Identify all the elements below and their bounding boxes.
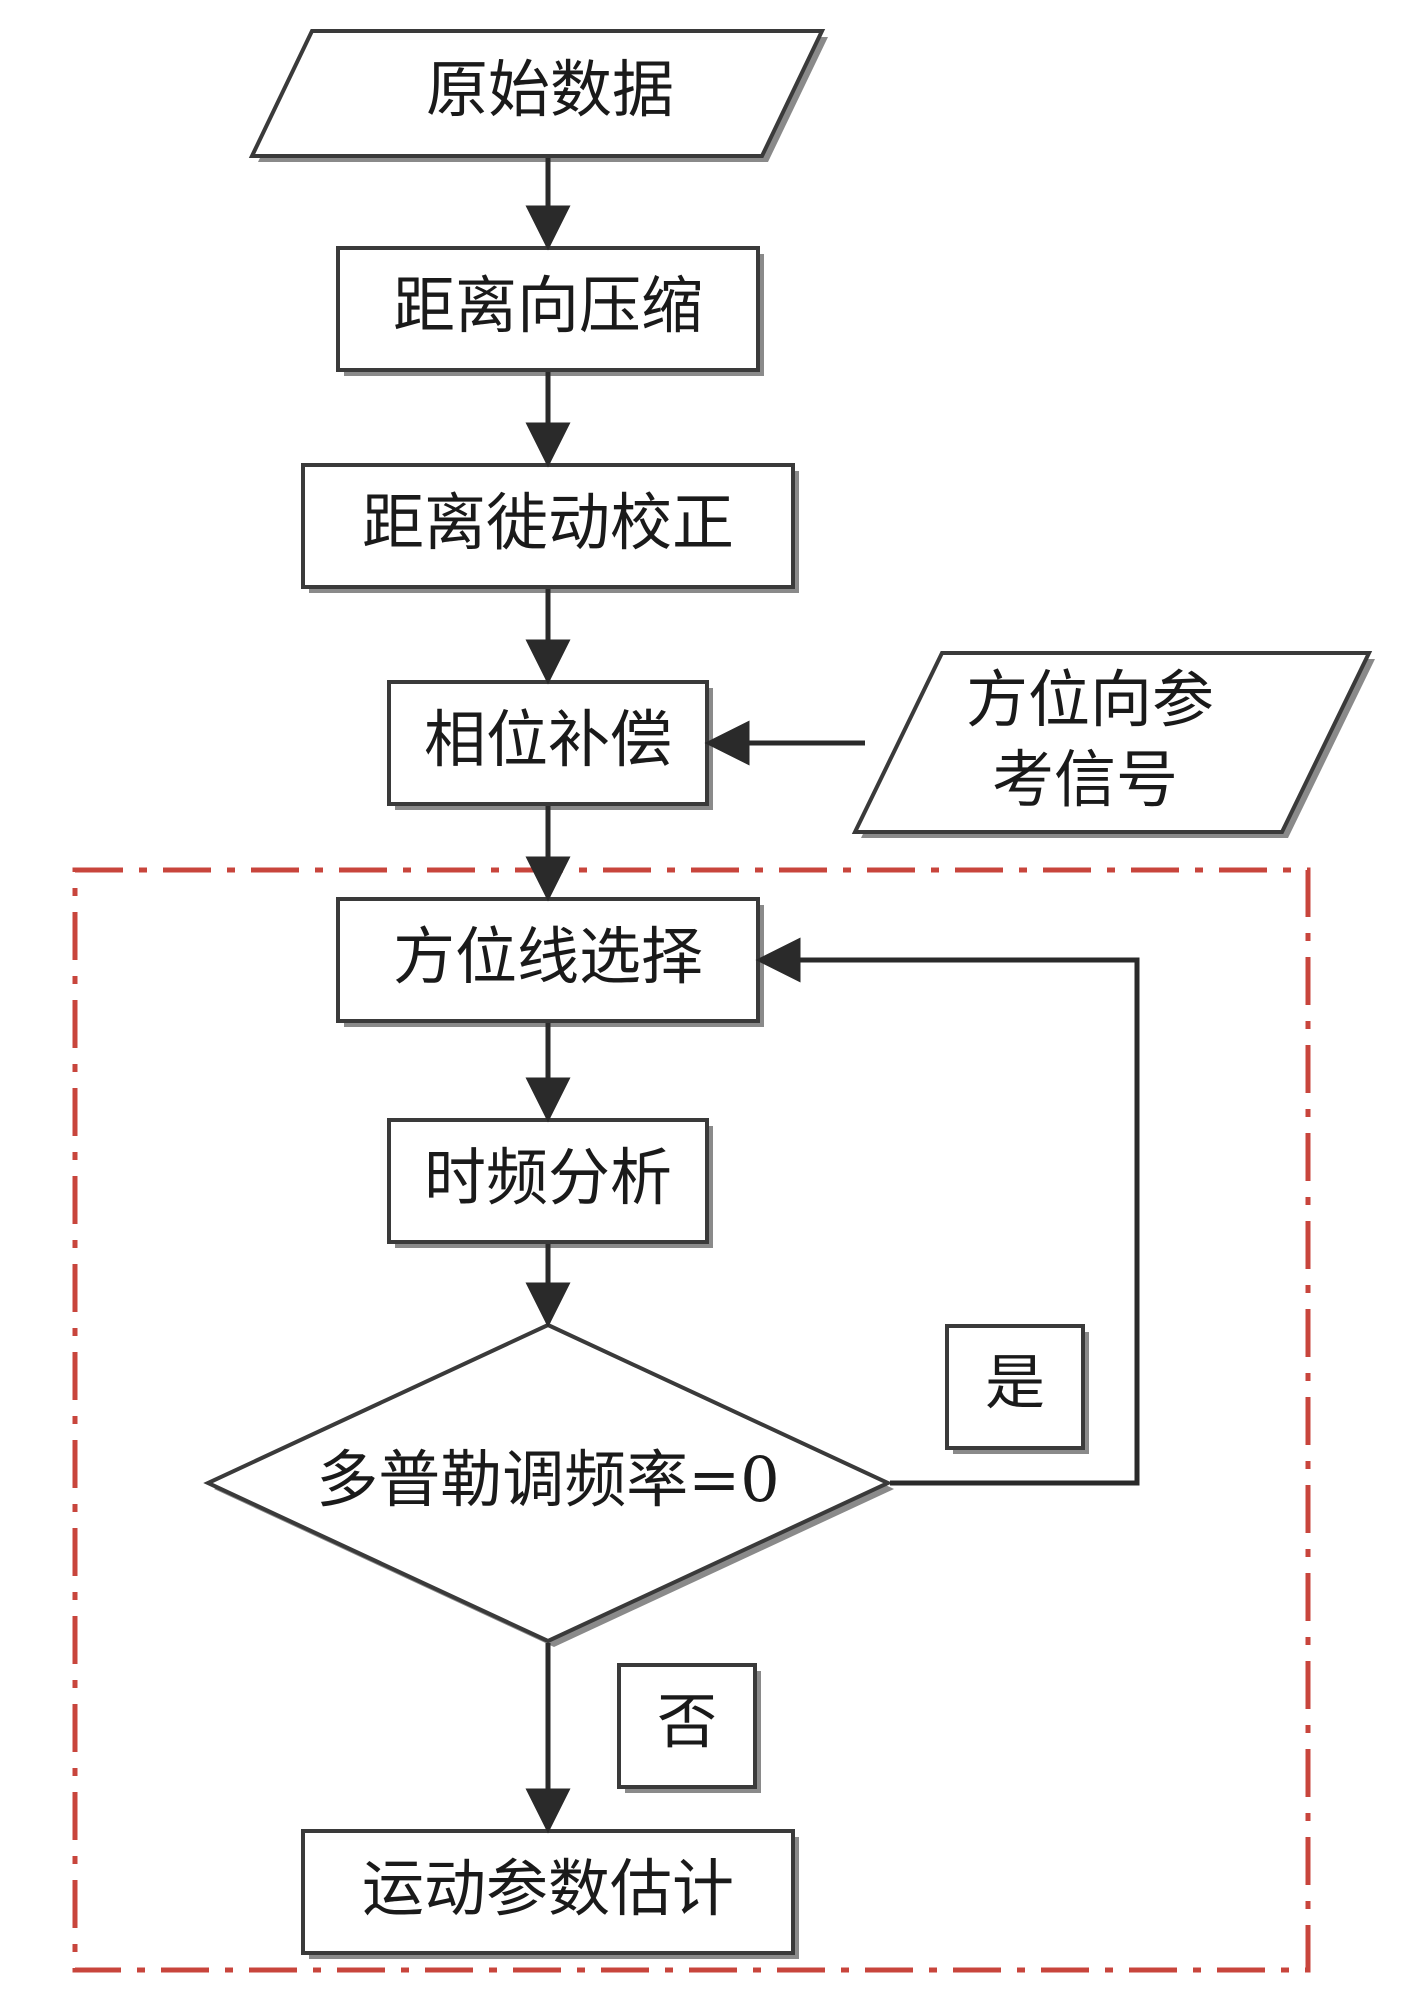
time-frequency-analysis-label: 时频分析 xyxy=(424,1141,672,1214)
node-phase-compensation: 相位补偿 xyxy=(387,680,713,810)
doppler-decision-label: 多普勒调频率=0 xyxy=(316,1443,779,1516)
node-azimuth-reference-signal: 方位向参 考信号 xyxy=(851,651,1375,838)
motion-parameter-estimation-label: 运动参数估计 xyxy=(362,1852,734,1925)
node-range-compression: 距离向压缩 xyxy=(336,246,764,376)
label-yes: 是 xyxy=(945,1324,1089,1454)
edge-decision-yes-loop xyxy=(755,937,1140,1486)
yes-label: 是 xyxy=(985,1349,1045,1419)
range-migration-correction-label: 距离徙动校正 xyxy=(362,486,734,559)
node-doppler-decision: 多普勒调频率=0 xyxy=(203,1322,894,1647)
no-label: 否 xyxy=(657,1688,717,1758)
azimuth-reference-label-line1: 方位向参 xyxy=(966,663,1214,736)
node-raw-data: 原始数据 xyxy=(248,29,828,162)
node-time-frequency-analysis: 时频分析 xyxy=(387,1118,713,1248)
node-motion-parameter-estimation: 运动参数估计 xyxy=(301,1829,799,1959)
phase-compensation-label: 相位补偿 xyxy=(424,703,672,776)
azimuth-line-selection-label: 方位线选择 xyxy=(393,920,703,993)
node-azimuth-line-selection: 方位线选择 xyxy=(336,897,764,1027)
node-range-migration-correction: 距离徙动校正 xyxy=(301,463,799,593)
raw-data-label: 原始数据 xyxy=(426,53,674,126)
azimuth-reference-label-line2: 考信号 xyxy=(992,743,1178,816)
label-no: 否 xyxy=(617,1663,761,1793)
range-compression-label: 距离向压缩 xyxy=(393,269,703,342)
iteration-region xyxy=(72,867,1311,1973)
